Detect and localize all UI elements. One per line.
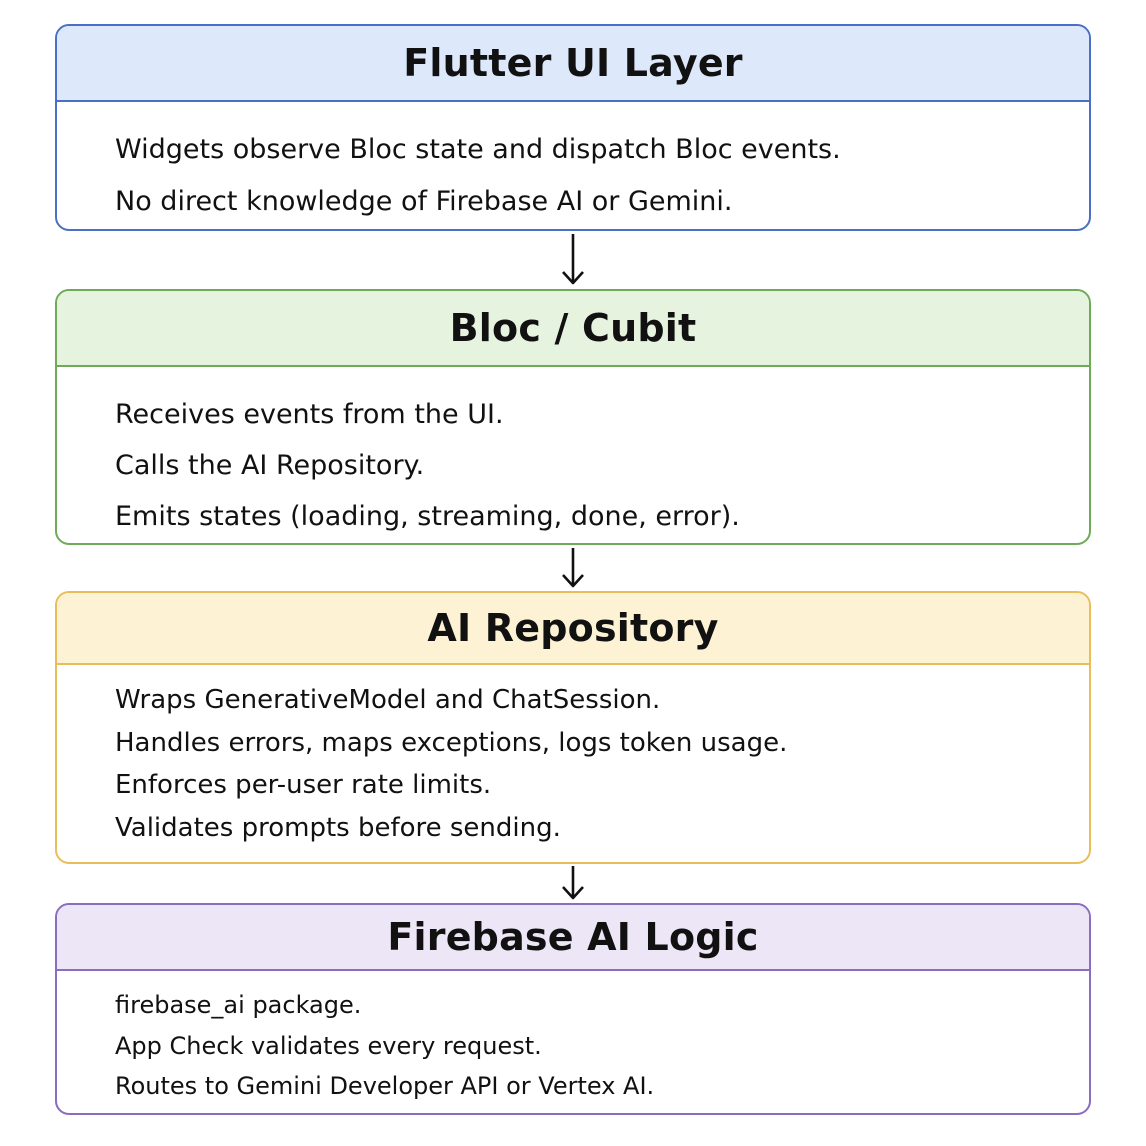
layer-title: AI Repository [57, 593, 1089, 665]
layer-line: Widgets observe Bloc state and dispatch … [115, 134, 841, 165]
layer-line: Routes to Gemini Developer API or Vertex… [115, 1072, 655, 1100]
layer-line: Validates prompts before sending. [115, 812, 561, 843]
layer-line: Handles errors, maps exceptions, logs to… [115, 727, 788, 758]
layer-body: firebase_ai package. App Check validates… [57, 971, 1089, 1107]
layer-ai-repository: AI Repository Wraps GenerativeModel and … [55, 591, 1091, 864]
arrow-down-icon [562, 866, 584, 900]
layer-line: Wraps GenerativeModel and ChatSession. [115, 685, 661, 715]
layer-body: Wraps GenerativeModel and ChatSession. H… [57, 665, 1089, 849]
layer-line: App Check validates every request. [115, 1031, 542, 1060]
layer-body: Receives events from the UI. Calls the A… [57, 367, 1089, 542]
layer-line: No direct knowledge of Firebase AI or Ge… [115, 186, 733, 217]
arrow-down-icon [562, 548, 584, 588]
layer-title: Bloc / Cubit [57, 291, 1089, 367]
layer-line: Calls the AI Repository. [115, 450, 425, 481]
arrow-down-icon [562, 234, 584, 285]
layer-body: Widgets observe Bloc state and dispatch … [57, 102, 1089, 228]
layer-title: Firebase AI Logic [57, 905, 1089, 971]
layer-title: Flutter UI Layer [57, 26, 1089, 102]
layer-line: Enforces per-user rate limits. [115, 770, 492, 800]
layer-line: Receives events from the UI. [115, 399, 504, 430]
layer-flutter-ui: Flutter UI Layer Widgets observe Bloc st… [55, 24, 1091, 231]
layer-bloc-cubit: Bloc / Cubit Receives events from the UI… [55, 289, 1091, 545]
layer-line: firebase_ai package. [115, 991, 362, 1019]
layer-firebase-ai-logic: Firebase AI Logic firebase_ai package. A… [55, 903, 1091, 1115]
layer-line: Emits states (loading, streaming, done, … [115, 501, 740, 532]
